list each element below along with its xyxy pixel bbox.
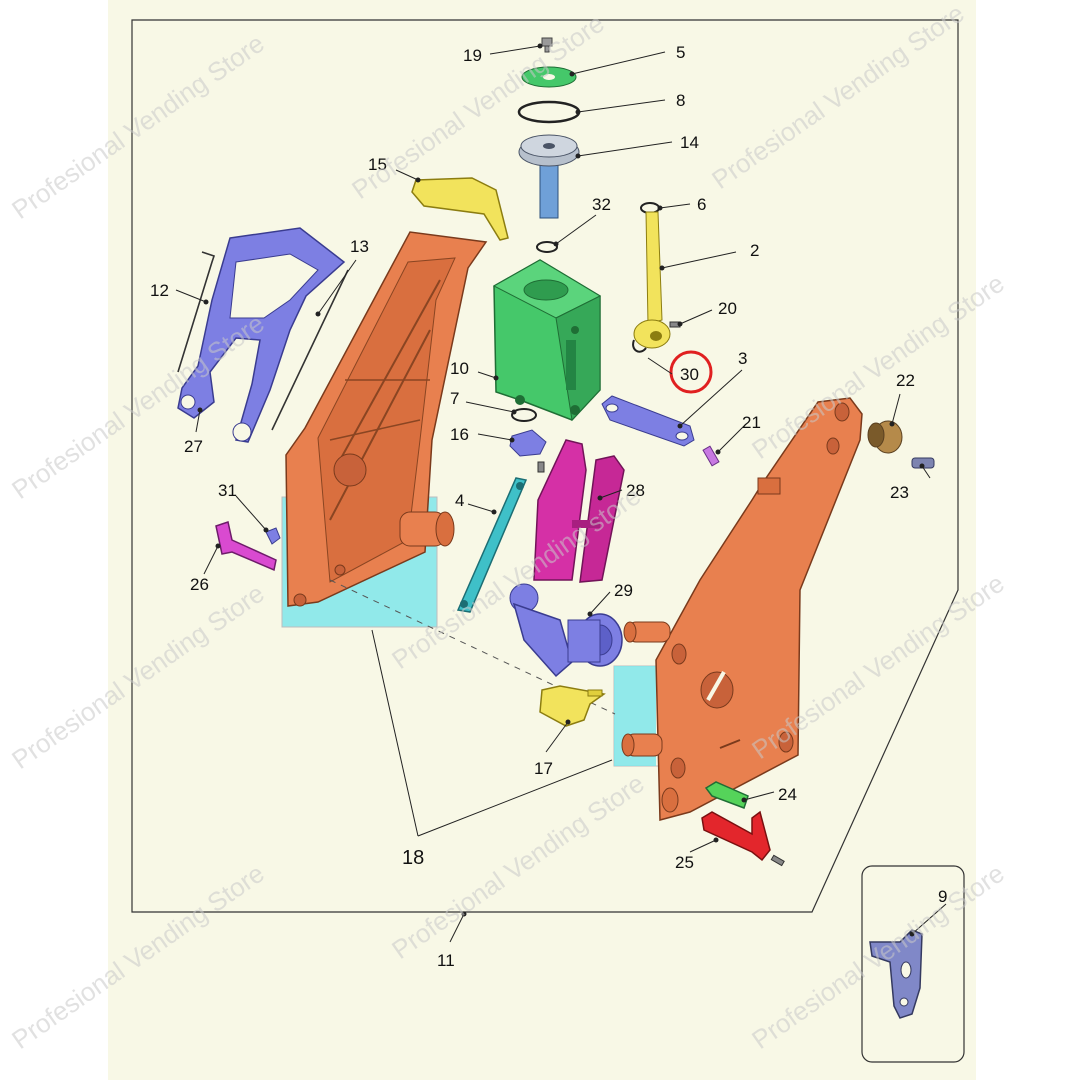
label-26: 26	[190, 575, 209, 594]
label-31: 31	[218, 481, 237, 500]
part-7-ring	[511, 408, 537, 422]
label-19: 19	[463, 46, 482, 65]
label-4: 4	[455, 491, 464, 510]
part-2-shaft	[633, 211, 671, 349]
label-30: 30	[680, 365, 699, 384]
label-5: 5	[676, 43, 685, 62]
label-3: 3	[738, 349, 747, 368]
label-7: 7	[450, 389, 459, 408]
part-32-ring	[536, 241, 558, 253]
part-24-screw	[704, 781, 749, 809]
label-15: 15	[368, 155, 387, 174]
label-24: 24	[778, 785, 797, 804]
leader-lines	[175, 45, 947, 943]
part-9-bracket	[869, 929, 923, 1019]
label-29: 29	[614, 581, 633, 600]
part-28-lever	[533, 439, 625, 583]
label-6: 6	[697, 195, 706, 214]
label-18: 18	[402, 847, 424, 869]
label-28: 28	[626, 481, 645, 500]
part-22-bushing	[867, 420, 903, 454]
part-12-spring-wire	[177, 251, 216, 373]
label-22: 22	[896, 371, 915, 390]
part-26-pin	[215, 521, 277, 572]
part-25-crank	[701, 810, 785, 867]
label-21: 21	[742, 413, 761, 432]
part-10-housing	[492, 259, 602, 422]
part-31-nut	[265, 527, 281, 545]
part-27-frame	[177, 227, 346, 443]
part-14-pulley	[518, 134, 580, 219]
label-8: 8	[676, 91, 685, 110]
part-3-lever	[601, 395, 695, 447]
part-16-bearing	[509, 429, 547, 473]
label-14: 14	[680, 133, 699, 152]
label-10: 10	[450, 359, 469, 378]
part-4-link	[456, 477, 528, 613]
part-17-block	[539, 685, 606, 727]
label-13: 13	[350, 237, 369, 256]
part-15-bracket	[411, 177, 509, 241]
label-23: 23	[890, 483, 909, 502]
label-27: 27	[184, 437, 203, 456]
right-side-plate	[621, 397, 863, 821]
part-labels: 19 5 8 14 15 32 6 2 13 12 20 30 3 10 7 1…	[150, 43, 947, 970]
part-29-cam	[509, 583, 623, 678]
label-25: 25	[675, 853, 694, 872]
leader-dots	[197, 43, 925, 937]
label-20: 20	[718, 299, 737, 318]
red-circle-icon	[669, 350, 713, 394]
assembly-frame	[131, 19, 959, 913]
assembly-axis	[329, 579, 616, 715]
label-9: 9	[938, 887, 947, 906]
label-2: 2	[750, 241, 759, 260]
label-32: 32	[592, 195, 611, 214]
label-17: 17	[534, 759, 553, 778]
part-21-pin	[702, 445, 720, 467]
part-30-clip	[632, 339, 647, 353]
part-13-rod	[271, 269, 349, 431]
label-12: 12	[150, 281, 169, 300]
label-11: 11	[437, 951, 455, 970]
label-16: 16	[450, 425, 469, 444]
left-side-plate	[285, 231, 488, 607]
part-19-screw	[541, 37, 553, 53]
